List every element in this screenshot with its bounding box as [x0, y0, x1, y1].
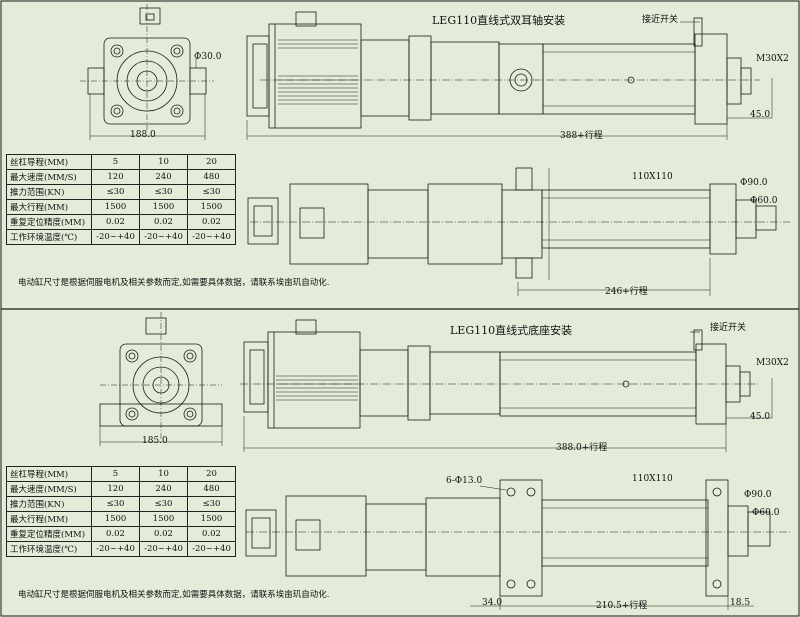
dim-phi90-bottom: Φ90.0 [744, 490, 772, 500]
dim-188: 188.0 [130, 130, 156, 140]
dim-34: 34.0 [482, 598, 503, 608]
side-view-top-2 [247, 167, 790, 296]
dim-phi30: Φ30.0 [194, 52, 222, 62]
dim-110x110-bottom: 110X110 [632, 474, 673, 484]
dim-210-stroke: 210.5+行程 [596, 601, 648, 611]
side-view-bottom-2 [245, 479, 790, 610]
label-proximity-switch-top: 接近开关 [642, 15, 679, 25]
table-row: 推力范围(KN)≤30≤30≤30 [5, 184, 237, 200]
table-row: 推力范围(KN)≤30≤30≤30 [5, 496, 237, 512]
dim-m30x2-bottom: M30X2 [756, 358, 789, 368]
dim-18-5: 18.5 [730, 598, 751, 608]
note-top: 电动缸尺寸是根据伺服电机及相关参数而定,如需要具体数据，请联系埃亩玑自动化. [18, 278, 330, 288]
label-proximity-switch-bottom: 接近开关 [710, 323, 747, 333]
end-view-base [99, 312, 223, 446]
side-view-top [246, 11, 773, 140]
dim-388-stroke: 388+行程 [560, 131, 603, 141]
dim-m30x2-top: M30X2 [756, 54, 789, 64]
dim-phi90-top: Φ90.0 [740, 178, 768, 188]
end-view-trunnion [80, 4, 214, 140]
dim-246-stroke: 246+行程 [605, 287, 648, 297]
side-view-bottom [240, 319, 773, 452]
dim-phi60-top: Φ60.0 [750, 196, 778, 206]
table-row: 工作环境温度(℃)-20~+40-20~+40-20~+40 [5, 229, 237, 245]
title-base: LEG110直线式底座安装 [450, 324, 573, 337]
dim-45-top: 45.0 [750, 110, 771, 120]
table-row: 工作环境温度(℃)-20~+40-20~+40-20~+40 [5, 541, 237, 557]
dim-45-bottom: 45.0 [750, 412, 771, 422]
dim-phi60-bottom: Φ60.0 [752, 508, 780, 518]
dim-110x110-top: 110X110 [632, 172, 673, 182]
dim-holes: 6-Φ13.0 [446, 476, 483, 486]
dim-185: 185.0 [142, 436, 168, 446]
title-trunnion: LEG110直线式双耳轴安装 [432, 14, 566, 27]
note-bottom: 电动缸尺寸是根据伺服电机及相关参数而定,如需要具体数据，请联系埃亩玑自动化. [18, 590, 330, 600]
dim-388-stroke-bottom: 388.0+行程 [556, 443, 608, 453]
